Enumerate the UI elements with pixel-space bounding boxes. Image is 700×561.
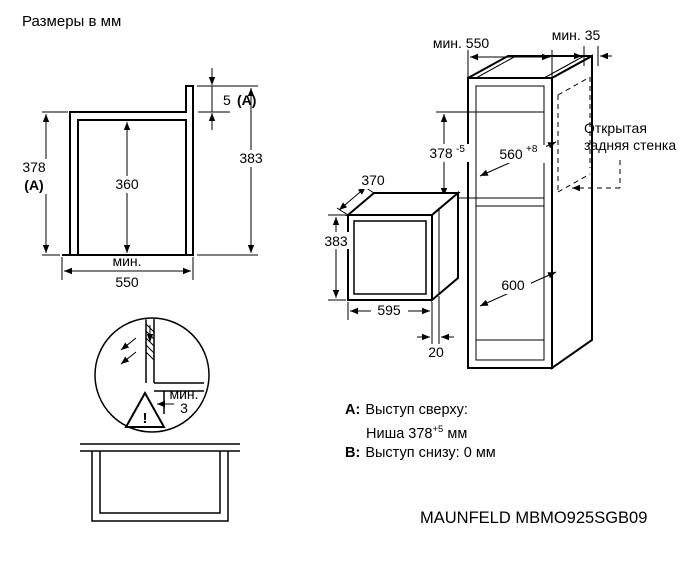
note-b-text: Выступ снизу: 0 мм xyxy=(365,444,496,461)
open-back-line2: задняя стенка xyxy=(584,137,677,153)
microwave-drawing xyxy=(328,185,461,344)
microwave-door xyxy=(353,220,427,295)
column-cabinet-drawing xyxy=(436,46,621,370)
note-a-detail-tol: +5 xyxy=(432,424,444,435)
dim-niche-width-tol: +8 xyxy=(526,144,538,155)
dim-top-gap-ref: (A) xyxy=(237,92,256,108)
dim-niche-width-base: 560 xyxy=(499,146,523,162)
dim-mw-front-offset: 20 xyxy=(428,344,444,360)
dim-inner-height: 360 xyxy=(115,176,139,192)
dim-total-height: 383 xyxy=(239,150,263,166)
note-a-detail: Ниша 378+5 мм xyxy=(345,420,496,444)
model-name: MAUNFELD MBMO925SGB09 xyxy=(420,509,648,527)
note-a-key: A: xyxy=(345,402,361,418)
note-b-key: B: xyxy=(345,444,361,461)
dim-interior-width: 600 xyxy=(501,277,525,293)
page-title: Размеры в мм xyxy=(22,13,122,30)
vent-detail-drawing xyxy=(94,317,210,433)
warning-triangle-icon xyxy=(124,390,166,428)
dim-width-min-label: мин. xyxy=(112,253,141,269)
dim-niche-height-tol: -5 xyxy=(456,144,465,155)
installation-notes: A:Выступ сверху: Ниша 378+5 мм B:Выступ … xyxy=(345,401,496,463)
base-cabinet-drawing xyxy=(80,443,240,522)
dim-back-gap-min: мин. 35 xyxy=(552,27,601,43)
vent-gap-value: 3 xyxy=(180,400,188,416)
open-back-line1: Открытая xyxy=(584,120,647,136)
note-b: B:Выступ снизу: 0 мм xyxy=(345,444,496,463)
note-a: A:Выступ сверху: xyxy=(345,401,496,420)
open-back-label: Открытая задняя стенка xyxy=(584,120,676,154)
dim-niche-height-base: 378 xyxy=(429,145,453,161)
note-a-text: Выступ сверху: xyxy=(365,402,468,418)
niche-dimension-labels: 5 (A) 383 378 (A) 360 мин. 550 xyxy=(18,92,268,290)
dim-depth-min: мин. 550 xyxy=(433,35,490,51)
note-a-detail-base: Ниша 378 xyxy=(366,425,433,442)
vent-gap-min-label: мин. xyxy=(169,386,198,402)
dim-mw-depth: 370 xyxy=(361,172,385,188)
dim-width: 550 xyxy=(115,274,139,290)
vent-detail-labels: мин. 3 ! xyxy=(143,386,199,427)
warning-exclamation: ! xyxy=(143,410,148,427)
cabinet-dimension-labels: мин. 550 мин. 35 378 -5 560 +8 600 370 3… xyxy=(319,27,600,360)
dim-niche-height-ref: (A) xyxy=(24,177,43,193)
dim-mw-height: 383 xyxy=(324,233,348,249)
note-a-detail-unit: мм xyxy=(443,425,468,442)
dim-mw-width: 595 xyxy=(377,302,401,318)
dim-top-gap: 5 xyxy=(223,92,231,108)
dim-niche-height: 378 xyxy=(22,159,46,175)
open-back-wall-dashed xyxy=(557,76,621,193)
